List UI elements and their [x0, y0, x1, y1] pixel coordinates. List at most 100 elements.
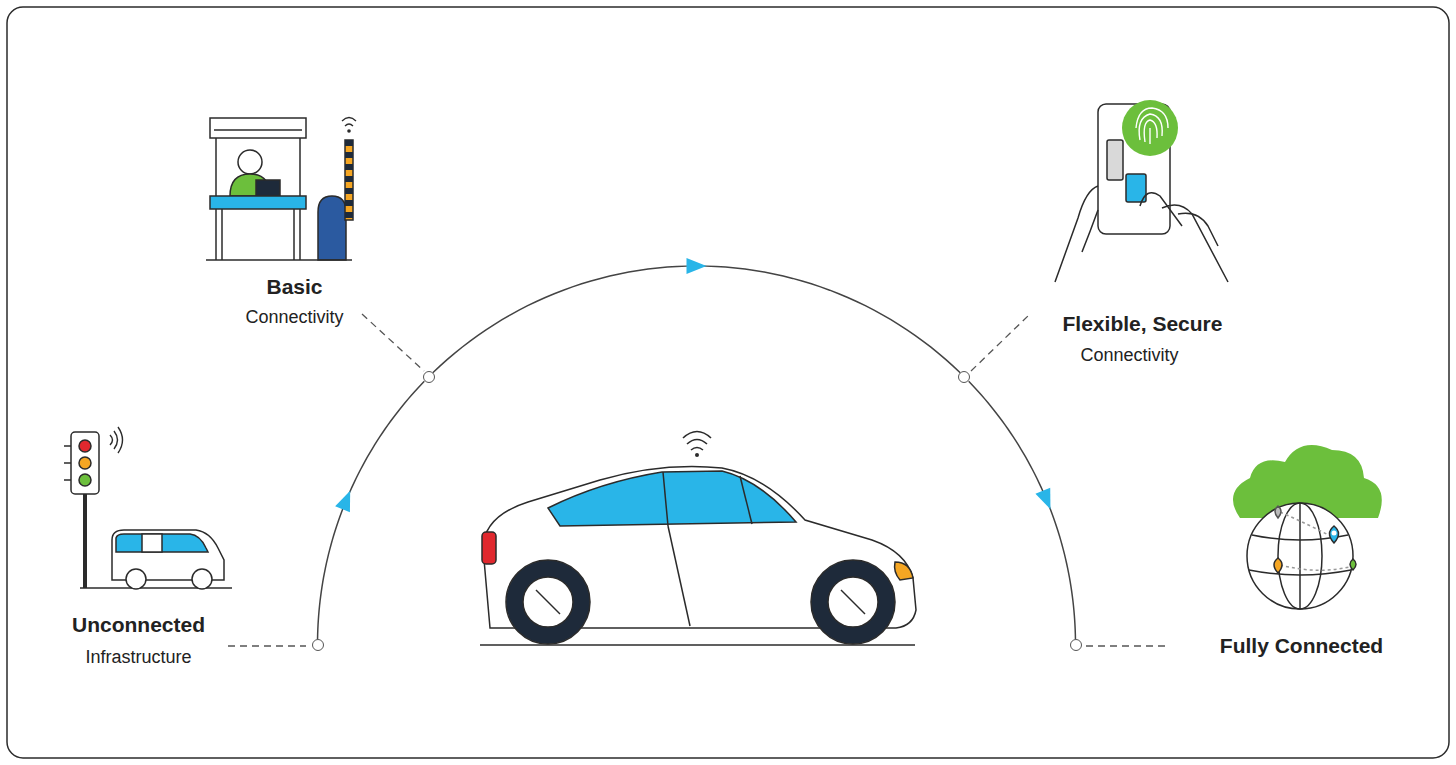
toll-booth-illustration-part	[210, 196, 306, 209]
traffic-light-illustration-part	[142, 534, 162, 552]
toll-booth-illustration-part	[221, 209, 223, 260]
toll-booth-illustration-part	[345, 140, 353, 220]
car-illustration-part-part	[683, 432, 711, 439]
traffic-light-illustration-part	[64, 445, 71, 447]
arrow-head	[686, 258, 706, 274]
traffic-light-illustration-part	[192, 569, 212, 589]
car-illustration-part	[668, 526, 690, 626]
stage-subheading: Connectivity	[245, 308, 343, 328]
stage-marker: BasicConnectivity	[423, 371, 435, 383]
car-illustration-part	[811, 560, 895, 644]
toll-booth-illustration-part-part	[345, 124, 353, 126]
traffic-light-illustration-part	[79, 457, 91, 469]
phone-illustration-part-part	[1055, 186, 1098, 282]
car-illustration-part	[506, 560, 590, 644]
traffic-light-illustration-part-part	[110, 435, 113, 445]
cloud-globe-illustration-part	[1249, 570, 1351, 575]
cloud-globe-illustration-part	[1299, 503, 1301, 609]
car-illustration-part	[683, 432, 711, 451]
phone-illustration-part	[1055, 186, 1228, 282]
toll-booth-illustration-part	[206, 259, 352, 261]
cloud-globe-illustration-part	[1275, 506, 1281, 518]
toll-booth-illustration-part	[256, 180, 280, 196]
traffic-light-illustration-part	[79, 440, 91, 452]
progress-arc	[969, 381, 1076, 639]
toll-booth-illustration-part	[347, 129, 351, 133]
toll-booth-illustration	[206, 118, 356, 261]
traffic-light-illustration-part	[64, 462, 71, 464]
car-illustration-part	[695, 453, 699, 457]
traffic-light-illustration-part	[71, 432, 99, 494]
cloud-globe-illustration-part	[1350, 559, 1356, 570]
traffic-light-illustration-part-part	[114, 431, 118, 449]
traffic-light-illustration-part	[116, 534, 208, 552]
cloud-globe-illustration-part	[1332, 531, 1337, 536]
stage-marker: Flexible, SecureConnectivity	[958, 371, 970, 383]
phone-illustration-part	[1136, 108, 1168, 144]
toll-booth-illustration-part	[342, 118, 356, 127]
arrow-head	[1035, 488, 1050, 510]
leader-lines-part	[1086, 645, 1170, 646]
car-illustration-part	[482, 532, 496, 564]
traffic-light-illustration-part-part	[118, 427, 123, 453]
phone-illustration-part-part	[1149, 128, 1150, 144]
car-illustration-part	[828, 577, 878, 627]
leader-lines-part	[971, 314, 1030, 371]
toll-booth-illustration-part	[345, 140, 353, 220]
car-illustration-part-part	[687, 440, 707, 445]
cloud-globe-illustration-part	[1330, 526, 1339, 543]
progress-arc	[433, 266, 960, 373]
traffic-light-illustration	[64, 427, 232, 589]
toll-booth-illustration-part	[293, 209, 295, 260]
stage-subheading: Connectivity	[1080, 346, 1178, 366]
stage-marker: UnconnectedInfrastructure	[312, 639, 324, 651]
arrow-head	[335, 491, 350, 513]
toll-booth-illustration-part	[318, 196, 346, 260]
phone-illustration	[1055, 100, 1228, 282]
cloud-globe-illustration-part	[1280, 565, 1353, 570]
car-illustration-part	[483, 467, 916, 629]
stage-heading: Fully Connected	[1220, 634, 1383, 657]
traffic-light-illustration-part	[110, 427, 123, 453]
car-illustration-part	[740, 476, 752, 524]
phone-illustration-part-part	[1140, 193, 1182, 226]
cloud-globe-illustration-part	[1274, 558, 1282, 573]
leader-lines-part	[228, 645, 306, 646]
cloud-globe-illustration-part	[1278, 503, 1322, 609]
car-illustration-part-part	[691, 448, 703, 451]
progress-arc	[318, 381, 425, 639]
traffic-light-illustration-part	[80, 587, 232, 589]
phone-illustration-part	[1122, 100, 1178, 156]
car-illustration-part	[523, 577, 573, 627]
frame	[7, 7, 1449, 758]
phone-illustration-part-part	[1082, 210, 1098, 252]
stage-marker: Fully Connected	[1070, 639, 1082, 651]
stage-heading: Flexible, Secure	[1063, 312, 1223, 335]
car-illustration-part	[895, 562, 913, 580]
toll-booth-illustration-part	[214, 129, 302, 131]
leader-lines-part	[362, 314, 424, 371]
cloud-globe-illustration-part	[1280, 512, 1334, 538]
toll-booth-illustration-part	[238, 150, 262, 174]
stage-heading: Basic	[266, 275, 322, 298]
stage-subheading: Infrastructure	[85, 648, 191, 668]
car-illustration-part	[536, 590, 560, 614]
phone-illustration-part-part	[1162, 205, 1228, 282]
car-illustration-part	[841, 590, 865, 614]
cloud-globe-illustration-part	[1247, 503, 1353, 609]
car-illustration	[480, 432, 916, 646]
toll-booth-illustration-part-part	[342, 118, 356, 122]
car-illustration-part	[548, 471, 796, 526]
traffic-light-illustration-part	[79, 474, 91, 486]
cloud-globe-illustration	[1233, 445, 1382, 609]
traffic-light-illustration-part	[83, 492, 87, 588]
traffic-light-illustration-part	[126, 569, 146, 589]
traffic-light-illustration-part	[64, 479, 71, 481]
phone-illustration-part-part	[1136, 108, 1168, 128]
stage-heading: Unconnected	[72, 613, 205, 636]
phone-illustration-part	[1107, 140, 1123, 180]
car-illustration-part	[663, 472, 668, 526]
leader-lines	[228, 314, 1170, 646]
